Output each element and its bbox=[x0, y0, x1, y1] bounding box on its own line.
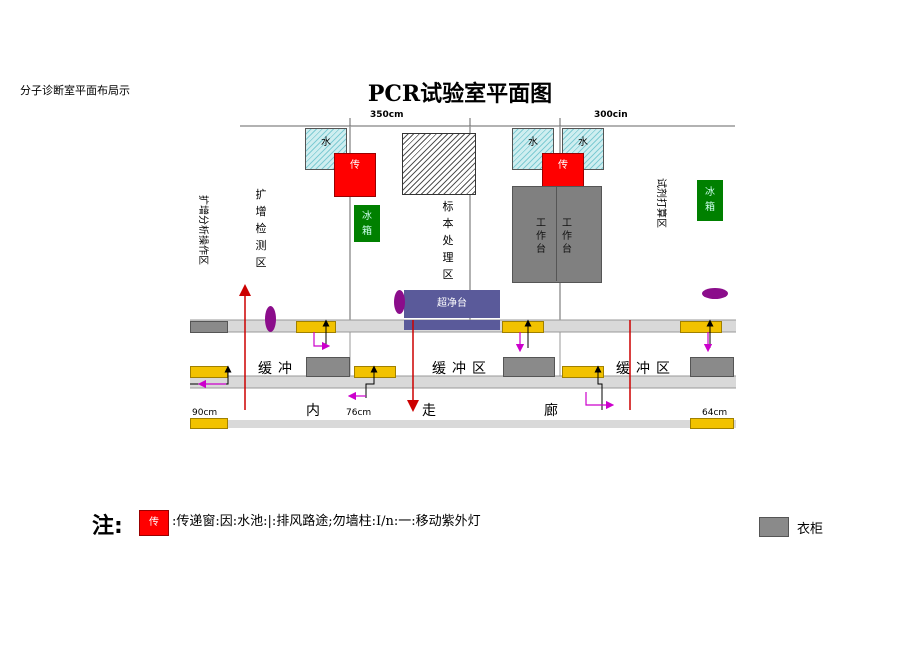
locker-2 bbox=[502, 321, 544, 333]
flow-arrow-6 bbox=[585, 392, 615, 410]
legend-text: :传递窗:因:水池:|:排风路途;勿墙柱:I/n:一:移动紫外灯 bbox=[172, 514, 481, 529]
workbench-divider bbox=[556, 186, 557, 281]
entry-arrow-4 bbox=[190, 365, 232, 385]
buffer-zone-2-label: 缓冲区 bbox=[432, 361, 492, 377]
buffer-zone-1-label: 缓冲 bbox=[258, 361, 298, 377]
entry-arrow-6 bbox=[594, 365, 603, 410]
wall-column bbox=[402, 133, 476, 195]
cabinet-2 bbox=[306, 357, 350, 377]
floor-plan-title: PCR试验室平面图 bbox=[367, 81, 553, 107]
legend-pass-window-symbol: 传 bbox=[139, 510, 169, 536]
corridor-inner-label: 内 bbox=[306, 403, 326, 419]
flow-arrow-1 bbox=[313, 332, 331, 351]
workbench: 工作台 工作台 bbox=[512, 186, 602, 283]
dimension-300: 300cin bbox=[594, 110, 628, 120]
cabinet-3 bbox=[503, 357, 555, 377]
clean-bench-base bbox=[404, 320, 500, 330]
dimension-350: 350cm bbox=[370, 110, 404, 120]
corridor-walk-label: 走 bbox=[422, 403, 442, 419]
sample-processing-zone-label: 标本处理区 bbox=[442, 200, 454, 281]
page-caption: 分子诊断室平面布局示 bbox=[20, 84, 130, 97]
workbench-label-1: 工作台 bbox=[536, 218, 546, 255]
dimension-90: 90cm bbox=[192, 408, 218, 418]
uv-lamp-1 bbox=[265, 306, 276, 332]
locker-8 bbox=[690, 418, 734, 429]
uv-lamp-2 bbox=[394, 290, 405, 314]
locker-6 bbox=[562, 366, 604, 378]
legend-cabinet-symbol bbox=[759, 517, 789, 537]
legend-note-label: 注: bbox=[92, 514, 123, 539]
fridge-1: 冰箱 bbox=[354, 205, 380, 242]
corridor-hall-label: 廊 bbox=[544, 403, 564, 419]
legend-cabinet-label: 衣柜 bbox=[797, 522, 824, 537]
workbench-label-2: 工作台 bbox=[562, 218, 572, 255]
locker-7 bbox=[190, 418, 228, 429]
entry-arrow-5 bbox=[365, 365, 378, 398]
clean-bench: 超净台 bbox=[404, 290, 500, 318]
uv-lamp-3 bbox=[702, 288, 728, 299]
fridge-2: 冰箱 bbox=[697, 180, 723, 221]
cabinet-4 bbox=[690, 357, 734, 377]
pass-window-1: 传 bbox=[334, 153, 376, 197]
dimension-76: 76cm bbox=[346, 408, 372, 418]
pass-window-2: 传 bbox=[542, 153, 584, 189]
dimension-64: 64cm bbox=[702, 408, 728, 418]
cabinet-1 bbox=[190, 321, 228, 333]
amplification-zone-label: 扩增检测区 bbox=[255, 188, 267, 269]
